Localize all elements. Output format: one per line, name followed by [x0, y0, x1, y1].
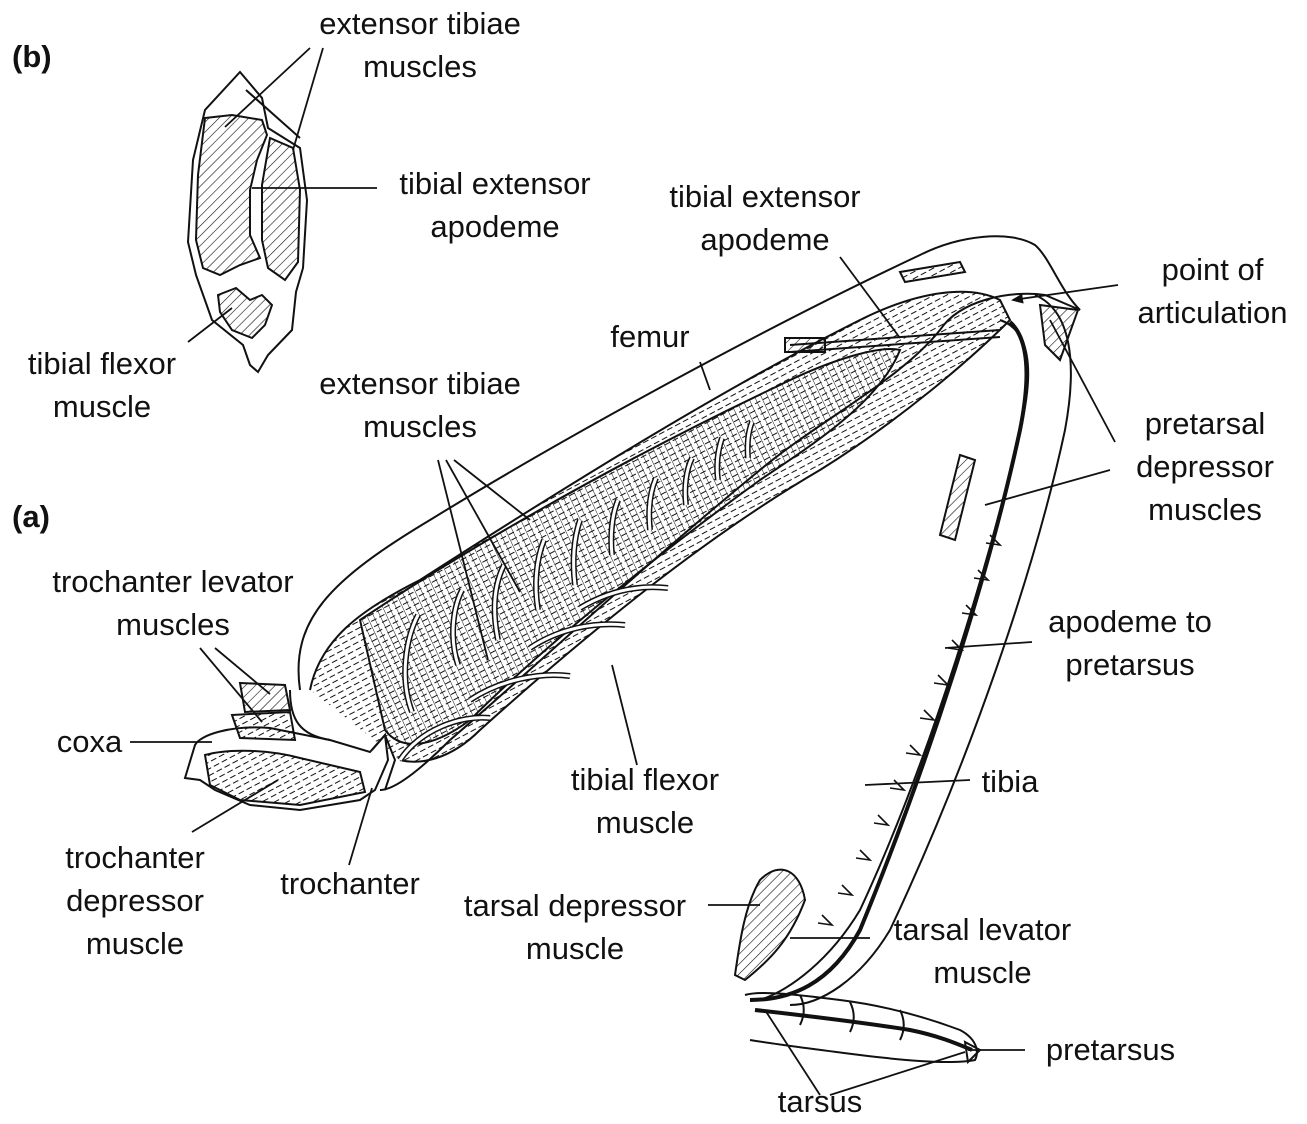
label-pretarsus: pretarsus [1028, 1028, 1193, 1071]
tarsus-shape [745, 993, 980, 1062]
label-trochanter: trochanter [265, 862, 435, 905]
label-tibia: tibia [965, 760, 1055, 803]
label-femur: femur [585, 315, 715, 358]
panel-a-label: (a) [12, 495, 50, 538]
label-coxa: coxa [42, 720, 137, 763]
femur-cross-section [188, 72, 307, 372]
label-tarsus: tarsus [765, 1080, 875, 1123]
panel-b-label: (b) [12, 35, 52, 78]
tibial-spines [818, 535, 1000, 925]
